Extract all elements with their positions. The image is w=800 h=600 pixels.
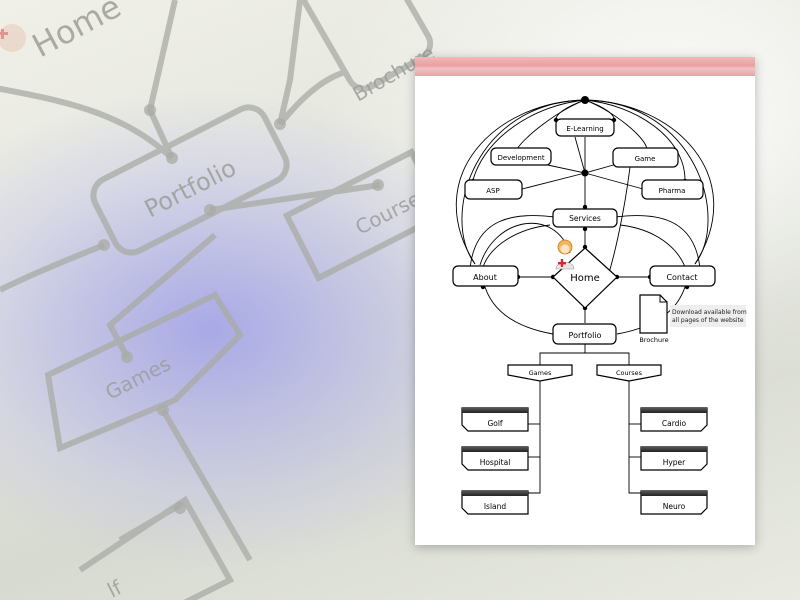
- label-game: Game: [635, 155, 656, 163]
- link-about-home-arc: [479, 222, 571, 266]
- node-golf[interactable]: [461, 407, 529, 432]
- link-portfolio-split: [539, 344, 586, 365]
- bg-label-games: Games: [101, 351, 174, 404]
- link-games-children: [528, 381, 541, 494]
- label-games: Games: [529, 369, 552, 377]
- bg-line: [146, 0, 178, 160]
- node-hyper[interactable]: [640, 446, 708, 471]
- brochure-document-icon[interactable]: [639, 294, 668, 334]
- node-about[interactable]: [452, 265, 519, 287]
- link-hub-elearning: [555, 99, 586, 121]
- bg-line: [160, 408, 253, 562]
- download-note-box: [670, 305, 746, 327]
- link-contact-services-right: [614, 215, 701, 270]
- sitemap-page: E-Learning Development Game ASP Pharma S…: [415, 57, 755, 545]
- bg-node-brochure: [300, 0, 434, 92]
- link-hub-elearning-r: [584, 99, 615, 121]
- hub-dot-top: [581, 96, 589, 104]
- link-about-portfolio: [484, 286, 554, 335]
- link-services-about: [482, 224, 551, 268]
- node-courses[interactable]: [596, 364, 662, 382]
- link-outer-right: [584, 99, 709, 265]
- node-games[interactable]: [507, 364, 573, 382]
- bg-label-portfolio: Portfolio: [140, 154, 241, 224]
- link-about-services-left: [469, 215, 556, 270]
- node-pharma[interactable]: [641, 179, 704, 200]
- link-portfolio-courses: [585, 352, 630, 365]
- label-asp: ASP: [486, 187, 499, 195]
- link-outer-left: [461, 99, 586, 265]
- bg-line: [0, 85, 175, 161]
- node-hospital[interactable]: [461, 446, 529, 471]
- link-center-asp: [521, 172, 586, 190]
- label-services: Services: [569, 214, 601, 223]
- label-development: Development: [497, 154, 544, 162]
- node-asp[interactable]: [464, 179, 523, 200]
- node-services[interactable]: [552, 208, 618, 228]
- label-island: Island: [484, 502, 507, 511]
- user-avatar-icon: [555, 239, 575, 270]
- link-center-development: [542, 163, 586, 174]
- link-center-game: [584, 163, 618, 174]
- bg-label-golf: lf: [103, 575, 126, 600]
- link-services-contact: [619, 224, 686, 268]
- node-game[interactable]: [612, 147, 679, 168]
- bg-line: [106, 232, 217, 359]
- link-hub-asp: [472, 99, 586, 181]
- bg-line: [0, 242, 106, 293]
- link-courses-children: [628, 381, 641, 494]
- label-home: Home: [570, 273, 600, 284]
- label-elearning: E-Learning: [566, 125, 603, 133]
- bg-line: [277, 0, 303, 125]
- label-about: About: [473, 273, 497, 282]
- node-island[interactable]: [461, 490, 529, 515]
- bg-avatar-icon: [0, 24, 26, 52]
- bg-line: [209, 182, 381, 213]
- node-development[interactable]: [490, 147, 552, 166]
- label-hyper: Hyper: [663, 458, 686, 467]
- label-brochure: Brochure: [639, 336, 668, 344]
- label-hospital: Hospital: [480, 458, 511, 467]
- sitemap-diagram: E-Learning Development Game ASP Pharma S…: [452, 96, 747, 515]
- label-contact: Contact: [666, 273, 697, 282]
- hub-dot-center: [581, 169, 589, 177]
- label-golf: Golf: [487, 419, 502, 428]
- download-note-line1: Download available from: [672, 309, 747, 316]
- bg-node-golf: [78, 495, 235, 600]
- label-neuro: Neuro: [663, 502, 686, 511]
- label-courses: Courses: [616, 369, 643, 377]
- page-header-band: [415, 57, 755, 76]
- label-portfolio: Portfolio: [569, 331, 602, 340]
- link-hub-pharma: [584, 99, 686, 181]
- bg-node-games: [44, 291, 244, 453]
- node-cardio[interactable]: [640, 407, 708, 432]
- link-hub-game: [584, 99, 648, 150]
- label-cardio: Cardio: [662, 419, 687, 428]
- bg-label-home: Home: [26, 0, 127, 65]
- node-neuro[interactable]: [640, 490, 708, 515]
- bg-line: [277, 69, 346, 126]
- node-elearning[interactable]: [555, 118, 615, 137]
- download-note-line2: all pages of the website: [672, 317, 744, 324]
- link-center-elearning: [574, 136, 586, 174]
- label-pharma: Pharma: [659, 187, 686, 195]
- link-hub-development: [516, 99, 586, 150]
- link-center-pharma: [584, 172, 644, 190]
- node-contact[interactable]: [649, 265, 716, 287]
- node-portfolio[interactable]: [552, 323, 617, 345]
